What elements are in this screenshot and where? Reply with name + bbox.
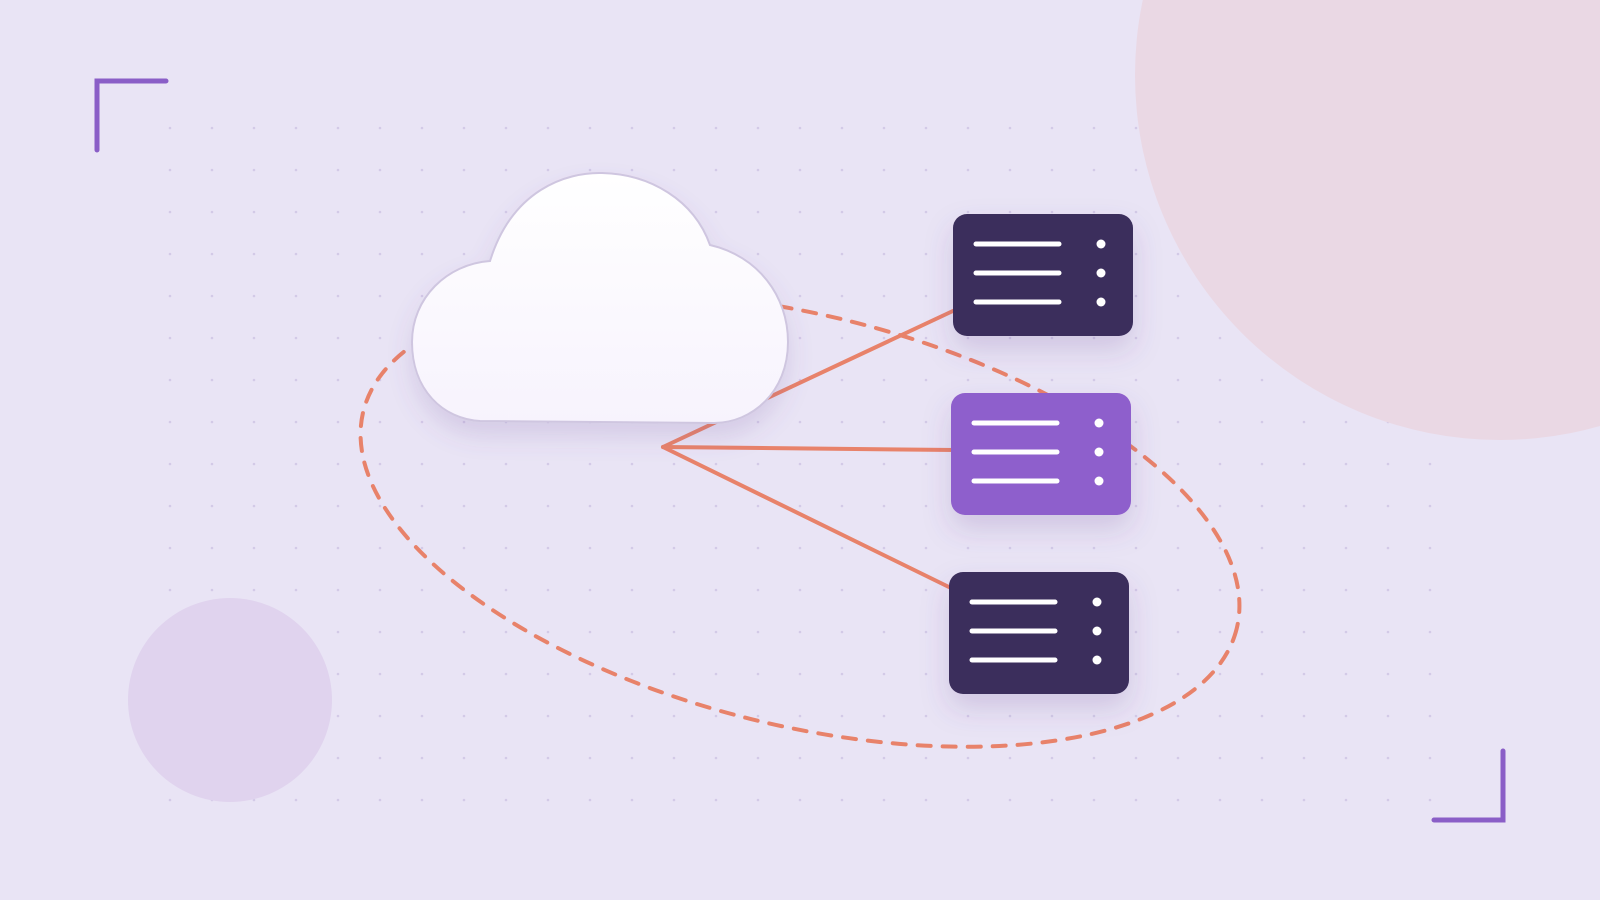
- server-icon: [949, 572, 1129, 694]
- server-slots: [971, 418, 1104, 486]
- cloud-icon: [410, 171, 790, 425]
- server-status-dot: [1092, 655, 1102, 665]
- server-slots: [973, 239, 1106, 307]
- connector-line-server-3: [661, 445, 957, 592]
- server-status-dot: [1096, 239, 1106, 249]
- server-icon: [951, 393, 1131, 515]
- server-status-dot: [1094, 418, 1104, 428]
- server-status-dot: [1096, 297, 1106, 307]
- dashed-boundary-ellipse: [358, 291, 1242, 749]
- server-icon: [953, 214, 1133, 336]
- decorative-blob-pink: [1135, 0, 1600, 440]
- server-status-dot: [1094, 476, 1104, 486]
- server-status-dot: [1096, 268, 1106, 278]
- server-status-dot: [1092, 626, 1102, 636]
- server-stack: [949, 214, 1133, 694]
- server-status-dot: [1092, 597, 1102, 607]
- connector-lines: [661, 308, 957, 592]
- decorative-blob-purple: [128, 598, 332, 802]
- connector-line-server-1: [661, 308, 957, 449]
- connector-line-server-2: [661, 445, 957, 452]
- corner-bracket-top-left: [94, 78, 169, 153]
- server-slots: [969, 597, 1102, 665]
- server-status-dot: [1094, 447, 1104, 457]
- corner-bracket-bottom-right: [1431, 748, 1506, 823]
